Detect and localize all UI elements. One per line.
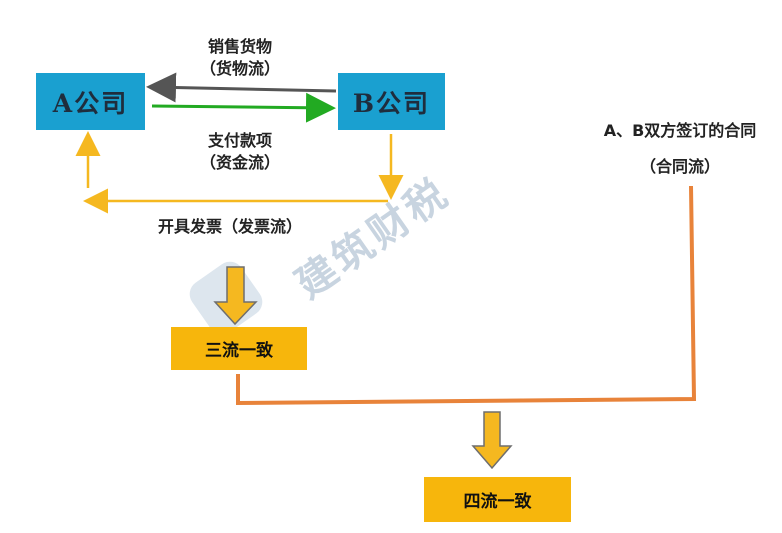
goods-flow-arrow bbox=[146, 72, 337, 103]
company-a-label: A公司 bbox=[52, 88, 129, 118]
down-arrow-to-three bbox=[213, 266, 258, 326]
four-flows-box: 四流一致 bbox=[424, 477, 571, 522]
invoice-flow-label: 开具发票（发票流） bbox=[158, 217, 303, 236]
goods-flow-label: 销售货物 （货物流） bbox=[170, 36, 310, 80]
payment-flow-arrow bbox=[151, 92, 336, 123]
goods-flow-label-bottom: （货物流） bbox=[199, 59, 280, 78]
down-arrow-to-four bbox=[471, 411, 513, 470]
company-b-label: B公司 bbox=[352, 88, 431, 118]
contract-flow-label: A、B双方签订的合同 （合同流） bbox=[578, 113, 782, 185]
three-flows-label: 三流一致 bbox=[205, 341, 273, 361]
contract-flow-label-bottom: （合同流） bbox=[639, 157, 720, 176]
payment-flow-label-top: 支付款项 bbox=[207, 131, 272, 150]
company-b-box: B公司 bbox=[338, 73, 445, 130]
three-flows-box: 三流一致 bbox=[171, 327, 307, 370]
goods-flow-label-top: 销售货物 bbox=[207, 37, 272, 56]
contract-flow-label-top: A、B双方签订的合同 bbox=[603, 121, 757, 140]
company-a-box: A公司 bbox=[36, 73, 145, 130]
payment-flow-label: 支付款项 （资金流） bbox=[170, 130, 310, 174]
contract-connector-line bbox=[236, 185, 697, 406]
four-flows-label: 四流一致 bbox=[463, 492, 532, 512]
payment-flow-label-bottom: （资金流） bbox=[199, 153, 280, 172]
